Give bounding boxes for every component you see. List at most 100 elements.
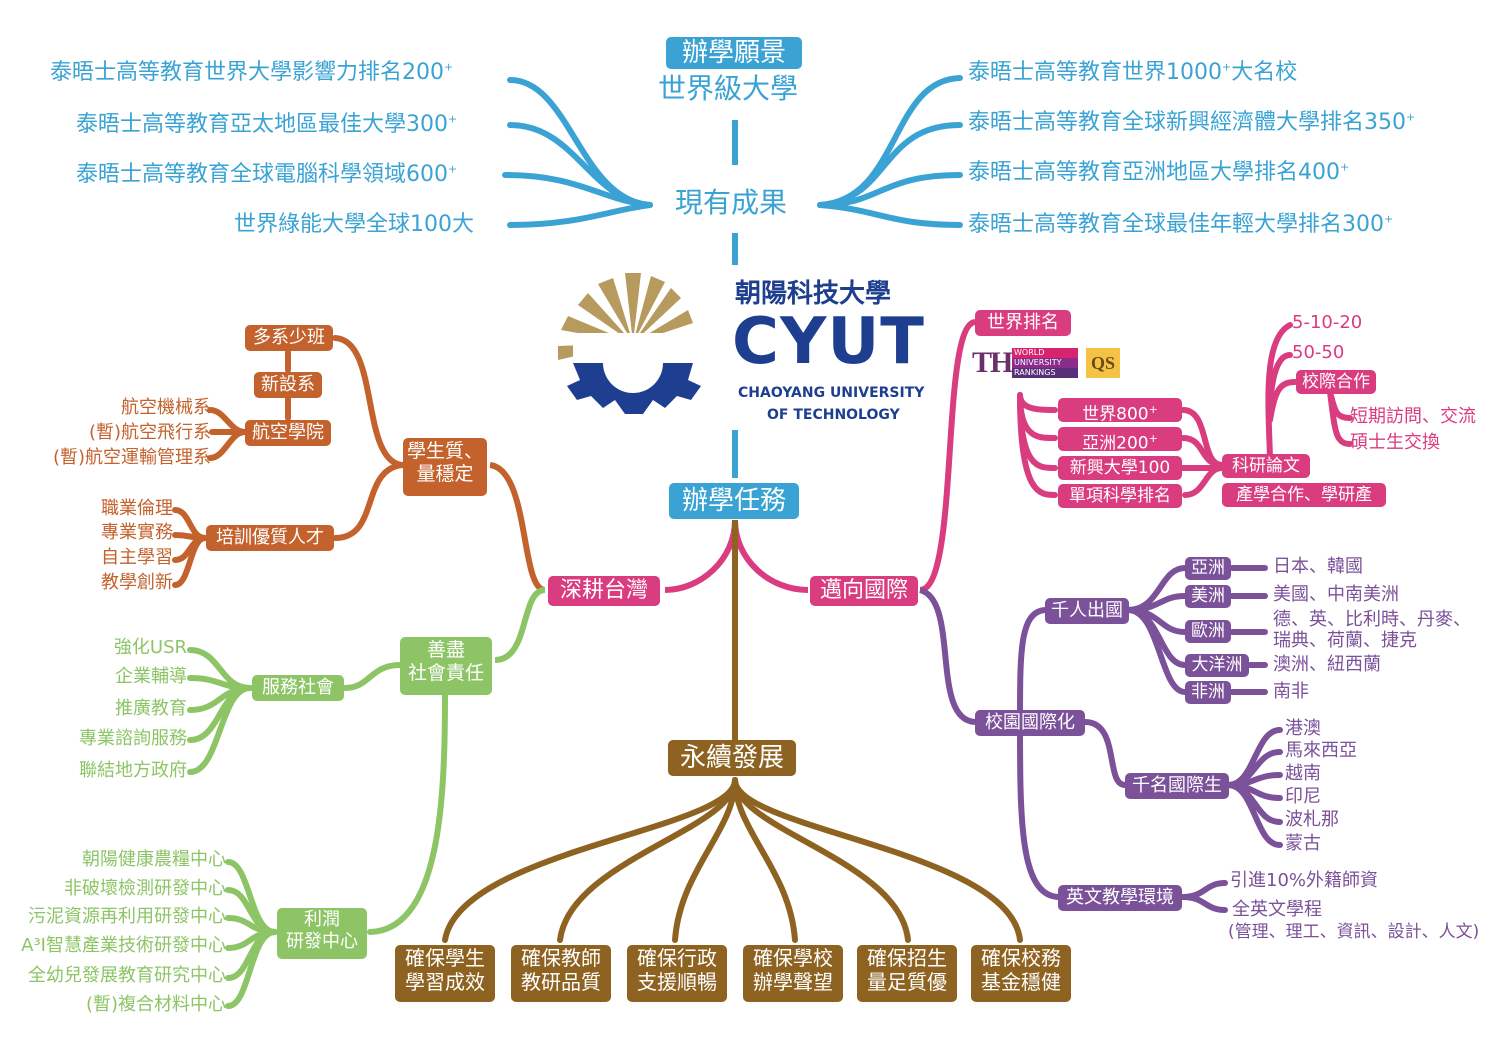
center-3: 污泥資源再利用研發中心: [28, 906, 226, 927]
aviation-dept-3: (暫)航空運輸管理系: [52, 447, 211, 468]
talent-item-3: 自主學習: [101, 547, 173, 568]
inbound-item-6: 蒙古: [1285, 833, 1321, 854]
coop-item-2: 碩士生交換: [1350, 432, 1440, 453]
sustain-item-5-line-2: 量足質優: [867, 970, 947, 994]
cyut-logo-icon: [558, 273, 701, 414]
profit-label-1: 利潤: [304, 909, 340, 930]
aviation-dept-2: (暫)航空飛行系: [88, 422, 211, 443]
logo-abbr: CYUT: [732, 305, 925, 379]
sustain-item-3-line-1: 確保行政: [637, 946, 717, 970]
dest-asia: 日本、韓國: [1273, 556, 1363, 577]
social-label-2: 社會責任: [407, 661, 484, 684]
industry-node: 產學合作、學研產: [1222, 483, 1386, 507]
aviation-dept-1: 航空機械系: [121, 397, 211, 418]
region-america: 美洲: [1185, 585, 1231, 608]
inbound-item-3: 越南: [1285, 763, 1321, 784]
vision-title: 辦學願景: [666, 37, 802, 69]
service-item-5: 聯結地方政府: [79, 760, 187, 781]
region-africa: 非洲: [1185, 681, 1231, 704]
sustain-item-5-line-1: 確保招生: [867, 946, 947, 970]
sustain-item-2-line-1: 確保教師: [521, 946, 601, 970]
coop-node: 校際合作: [1296, 370, 1376, 394]
quality-label-2: 量穩定: [416, 462, 474, 485]
rank-asia: 亞洲200+: [1058, 427, 1182, 454]
english-item-1: 引進10%外籍師資: [1230, 870, 1379, 891]
english-node: 英文教學環境: [1058, 885, 1182, 911]
research-item-1: 5-10-20: [1292, 312, 1363, 333]
service-item-4: 專業諮詢服務: [79, 728, 187, 749]
achievement-left-2: 泰晤士高等教育亞太地區最佳大學300+: [76, 112, 458, 137]
sustain-item-3-line-2: 支援順暢: [637, 970, 717, 994]
sustain-label: 永續發展: [668, 740, 796, 776]
dest-africa: 南非: [1273, 681, 1309, 702]
sustain-item-4-line-2: 辦學聲望: [753, 970, 833, 994]
dest-oceania: 澳洲、紐西蘭: [1273, 654, 1381, 675]
research-node: 科研論文: [1222, 454, 1310, 478]
profit-node: 利潤 研發中心: [277, 908, 367, 959]
english-item-3: (管理、理工、資訊、設計、人文): [1228, 922, 1480, 942]
achievement-right-1: 泰晤士高等教育世界1000+大名校: [968, 60, 1298, 85]
logo-name-en-1: CHAOYANG UNIVERSITY: [738, 385, 925, 401]
service-node: 服務社會: [252, 675, 344, 701]
achievement-left-4: 世界綠能大學全球100大: [234, 212, 474, 237]
center-1: 朝陽健康農糧中心: [82, 849, 226, 870]
sustain-item-2: 確保教師 教研品質: [511, 945, 611, 1002]
achievements-label: 現有成果: [675, 186, 788, 219]
social-label-1: 善盡: [426, 639, 465, 661]
rank-emerging: 新興大學100: [1058, 456, 1182, 480]
the-logo-text-1: WORLD: [1012, 348, 1078, 358]
rank-world: 世界800+: [1058, 398, 1182, 425]
sustain-item-3: 確保行政 支援順暢: [627, 945, 727, 1002]
center-5: 全幼兒發展教育研究中心: [28, 965, 226, 986]
achievement-left-1: 泰晤士高等教育世界大學影響力排名200+: [50, 60, 454, 85]
inbound-item-2: 馬來西亞: [1285, 740, 1357, 761]
sustain-item-6: 確保校務 基金穩健: [971, 945, 1071, 1002]
talent-node: 培訓優質人才: [206, 525, 334, 551]
rank-subject: 單項科學排名: [1058, 484, 1182, 508]
achievement-left-3: 泰晤士高等教育全球電腦科學領域600+: [76, 162, 458, 187]
inbound-item-5: 波札那: [1285, 809, 1339, 830]
aviation-college-node: 航空學院: [245, 420, 331, 446]
coop-item-1: 短期訪問、交流: [1350, 406, 1476, 427]
region-asia: 亞洲: [1185, 557, 1231, 580]
talent-item-4: 教學創新: [101, 572, 173, 593]
quality-node: 學生質、 量穩定: [403, 438, 487, 496]
vision-subtitle: 世界級大學: [658, 72, 799, 105]
center-2: 非破壞檢測研發中心: [64, 878, 226, 899]
achievement-right-3: 泰晤士高等教育亞洲地區大學排名400+: [968, 160, 1350, 185]
logo-name-zh: 朝陽科技大學: [735, 279, 892, 309]
the-logo-text-3: RANKINGS: [1012, 368, 1078, 378]
talent-item-2: 專業實務: [101, 522, 173, 543]
the-logo-text-2: UNIVERSITY: [1012, 358, 1078, 368]
service-item-3: 推廣教育: [115, 698, 187, 719]
sustain-item-6-line-1: 確保校務: [981, 946, 1061, 970]
new-dept-node: 新設系: [254, 372, 322, 398]
logo-name-en-2: OF TECHNOLOGY: [767, 407, 900, 423]
inbound-node: 千名國際生: [1125, 773, 1229, 799]
inbound-item-1: 港澳: [1285, 718, 1321, 739]
service-item-2: 企業輔導: [115, 666, 187, 687]
social-node: 善盡 社會責任: [400, 637, 492, 695]
few-classes-node: 多系少班: [245, 325, 333, 351]
region-oceania: 大洋洲: [1185, 654, 1249, 677]
outbound-node: 千人出國: [1045, 598, 1129, 624]
sustain-item-6-line-2: 基金穩健: [981, 970, 1061, 994]
qs-logo: QS: [1086, 348, 1120, 378]
sustain-item-4-line-1: 確保學校: [753, 946, 833, 970]
inbound-item-4: 印尼: [1285, 786, 1321, 807]
dest-europe-2: 瑞典、荷蘭、捷克: [1273, 630, 1417, 651]
sustain-item-5: 確保招生 量足質優: [857, 945, 957, 1002]
achievement-right-2: 泰晤士高等教育全球新興經濟體大學排名350+: [968, 110, 1416, 135]
campus-node: 校園國際化: [975, 710, 1085, 736]
center-6: (暫)複合材料中心: [85, 994, 226, 1015]
center-4: A³I智慧產業技術研發中心: [21, 935, 226, 956]
the-logo: THE WORLD UNIVERSITY RANKINGS: [972, 346, 1080, 382]
sustain-item-4: 確保學校 辦學聲望: [743, 945, 843, 1002]
sustain-item-1-line-2: 學習成效: [405, 970, 485, 994]
region-europe: 歐洲: [1185, 620, 1231, 643]
ranking-node: 世界排名: [975, 310, 1071, 336]
service-item-1: 強化USR: [113, 637, 187, 658]
quality-label-1: 學生質、: [406, 440, 483, 462]
the-logo-text: WORLD UNIVERSITY RANKINGS: [1012, 348, 1078, 380]
